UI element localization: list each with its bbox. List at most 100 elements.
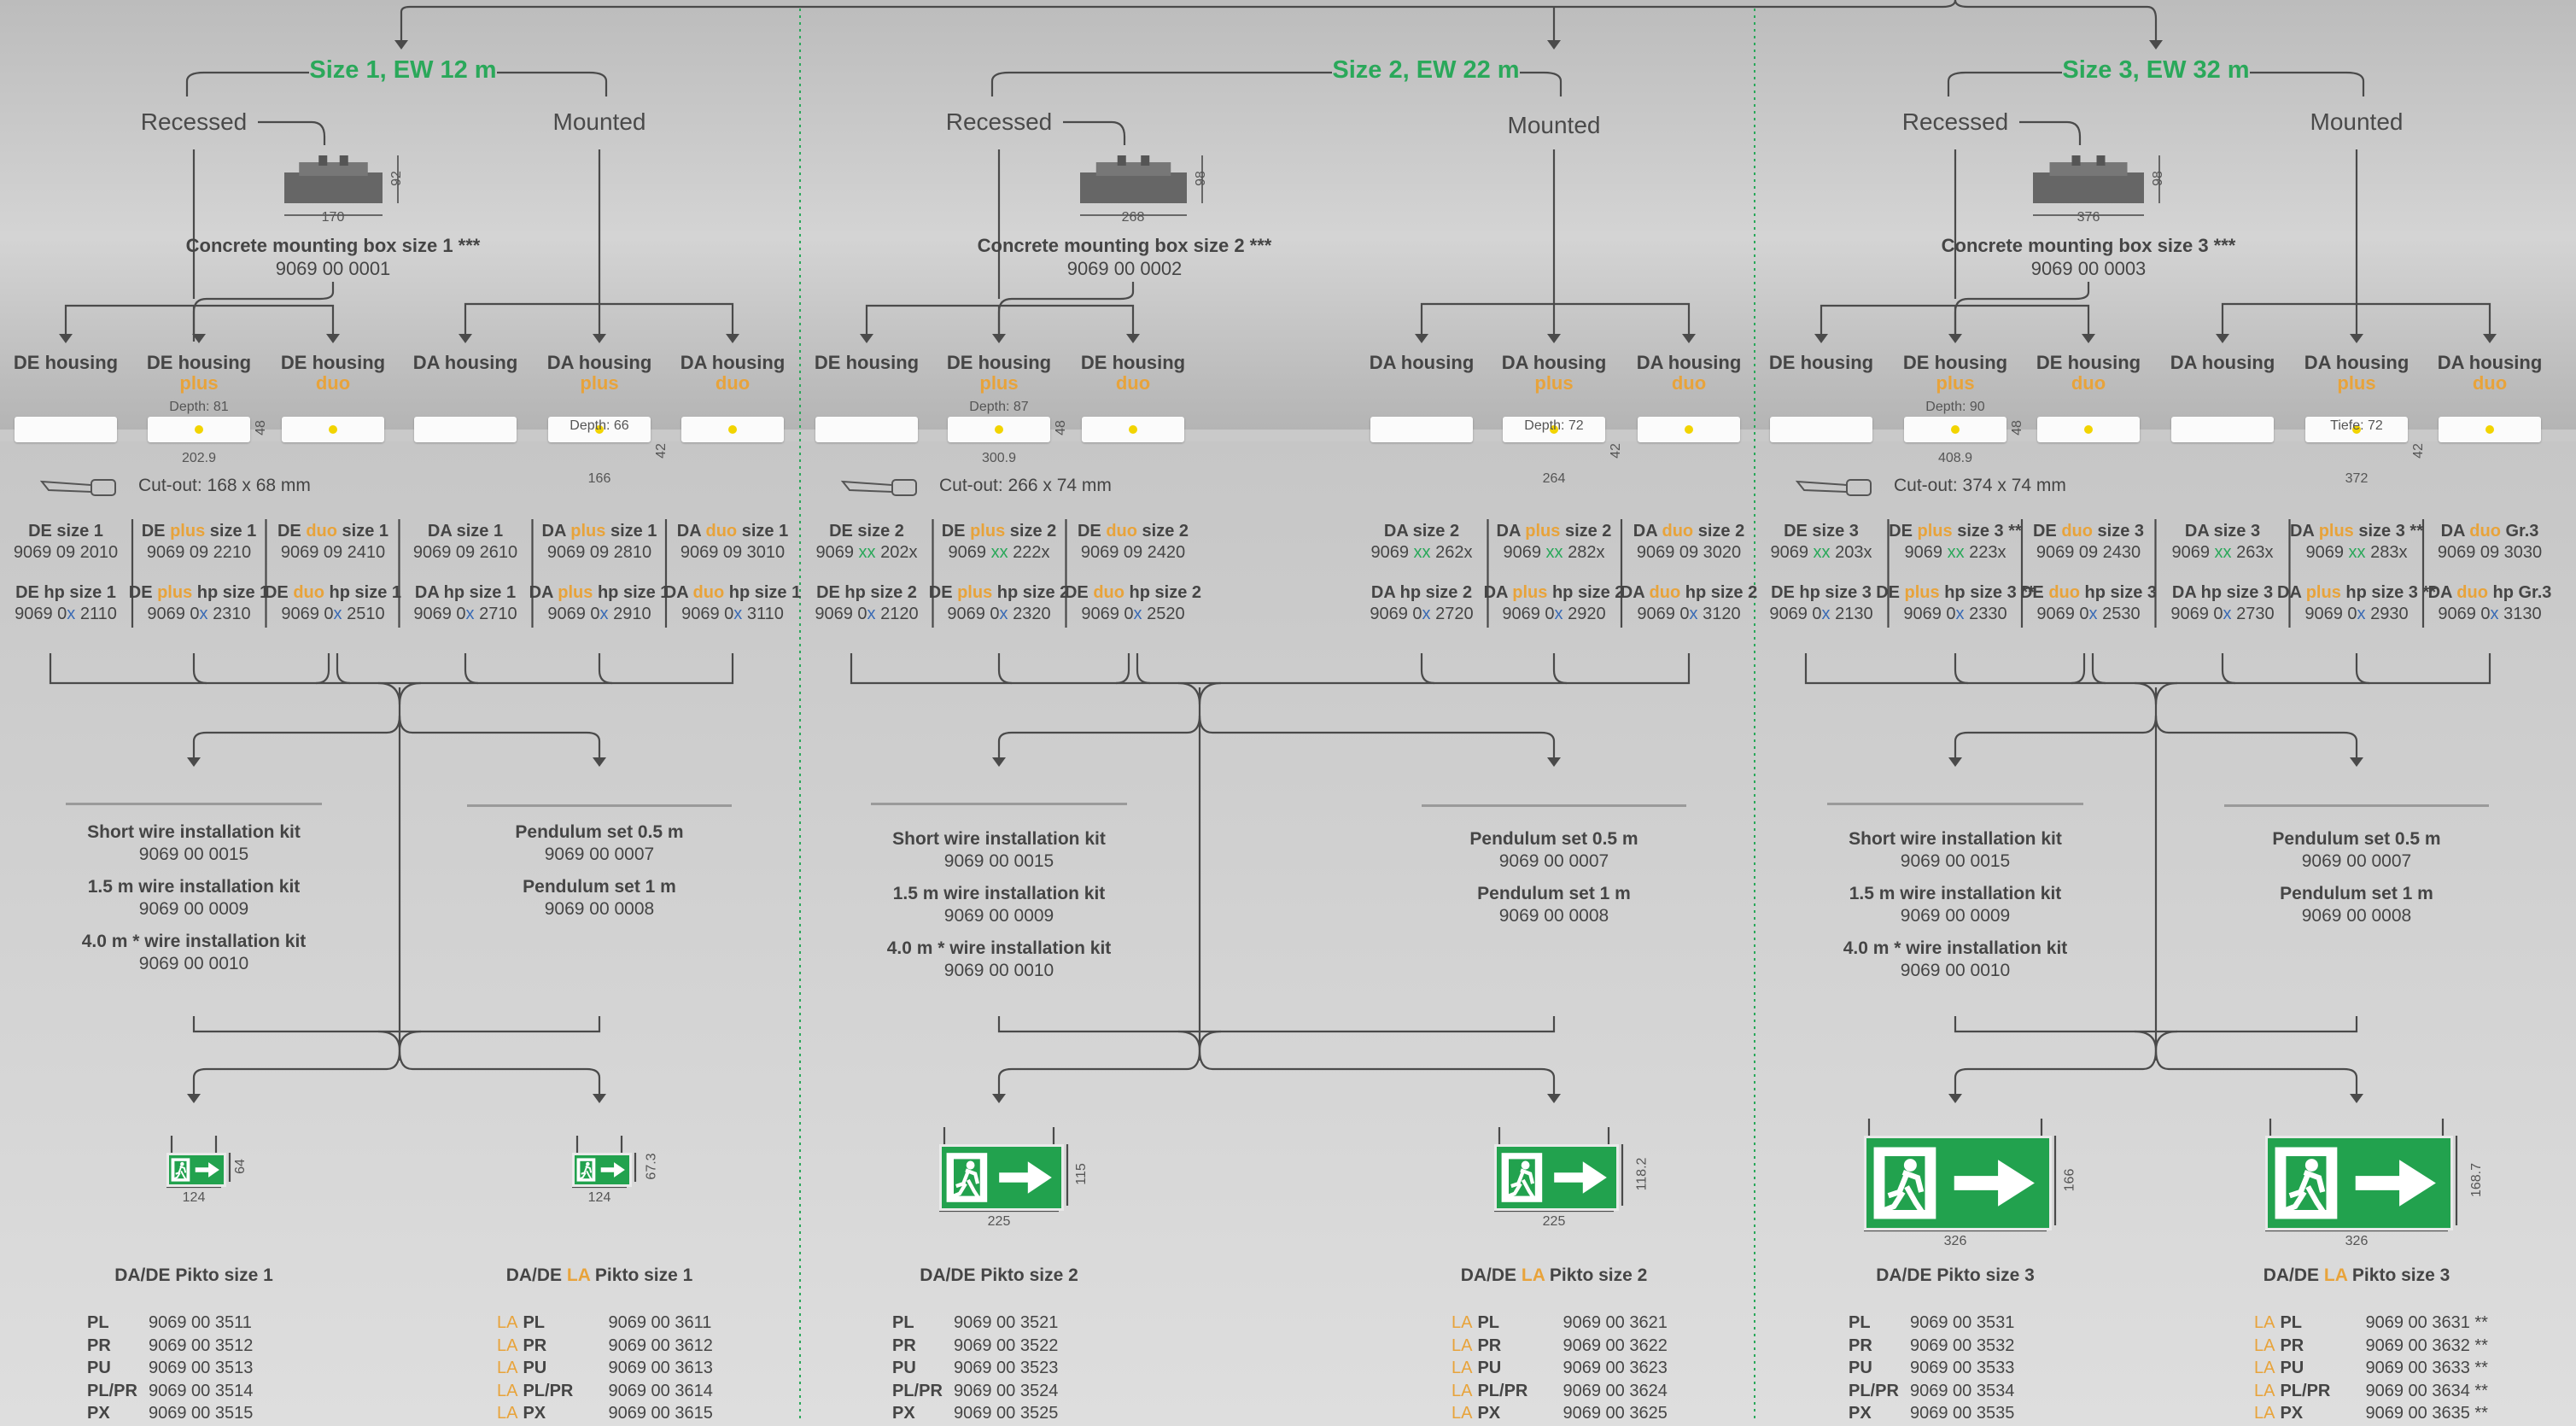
article-number: 9069 00 3631 ** [2365,1313,2488,1332]
exit-sign-left [939,1144,1064,1211]
arrow-head [187,1094,201,1103]
housing-header[interactable]: DE housing [1769,353,1873,373]
variant-name-colored: duo [2061,522,2093,541]
article-la: LA [497,1335,518,1355]
size-title: Size 3, EW 32 m [2062,56,2250,84]
de-depth: Depth: 90 [1925,400,1985,414]
variant-hp-number-x: x [1821,605,1831,623]
variant-number-x: xx [1545,543,1563,562]
housing-variant: plus [1936,372,1975,394]
kit-name: 1.5 m wire installation kit [87,877,301,897]
connector-line [1063,120,1126,145]
housing-header[interactable]: DA housing [2170,353,2275,373]
variant-hp-number-x: x [867,605,876,623]
variant-name-b: size 2 [857,522,904,541]
variant-name: DE duo size 3 [2020,521,2157,542]
housing-header[interactable]: DA housing [1370,353,1475,373]
mounting-box-icon [2033,155,2160,216]
article-la: LA [1452,1335,1473,1355]
kit-number: 9069 00 0015 [943,851,1054,871]
housing-name: DE housing [280,352,386,373]
variant-name-a: DE [1784,522,1813,541]
pikto-label-left: DA/DE Pikto size 1 [114,1265,273,1286]
housing-shape [2037,417,2140,442]
housing-shape [15,417,117,442]
article-number: 9069 00 3515 [149,1404,254,1423]
kit-name: Short wire installation kit [892,829,1106,849]
de-depth: Depth: 81 [169,400,229,414]
variant-name-b: size 1 [205,522,257,541]
variant-hp-number-b: 2510 [342,605,385,623]
arrow-head [593,1094,606,1103]
led-dot [1129,425,1137,434]
variant-hp-name-b: hp size 1 [724,583,802,602]
variant-hp-number-b: 3130 [2498,605,2542,623]
variant-hp-name-a: DE [928,583,958,602]
variant-hp-name: DA duo hp size 2 [1621,582,1757,604]
variant-name-colored: plus [570,522,606,541]
housing-header[interactable]: DE housing [14,353,118,373]
variant-hp-number: 9069 0x 2530 [2020,604,2157,625]
housing-header[interactable]: DA housing [413,353,518,373]
pendulum-image [467,804,732,807]
pikto-name-la: LA [1521,1265,1545,1285]
variant-name-b: size 1 [737,522,789,541]
variant-name: DE plus size 1 [129,521,270,542]
pikto-name-b: Pikto size 2 [1545,1265,1648,1285]
variant-name: DE size 3 [1769,521,1872,542]
variant-hp-number-b: 2320 [1008,605,1051,623]
variant-name: DA size 1 [413,521,517,542]
variant-name-a: DE [141,522,171,541]
concrete-box-label: Concrete mounting box size 3 ***9069 00 … [1942,234,2236,280]
variant-number-x: xx [2214,543,2232,562]
arrow-head [2350,757,2363,767]
arrow-head [2082,334,2095,343]
variant-hp-number-x: x [2490,605,2499,623]
housing-variant: duo [715,372,751,394]
variant-hp-name-colored: duo [293,583,324,602]
housing-header[interactable]: DE housing [815,353,919,373]
variant-hp-number-b: 3110 [742,605,784,623]
variant-name: DA duo size 1 [664,521,801,542]
variant-hp-name-colored: plus [558,583,593,602]
variant-hp-number-a: 9069 0 [413,605,466,623]
connector-line [192,715,601,760]
article-code: PR [892,1335,916,1355]
de-width-dim: 300.9 [981,451,1017,465]
